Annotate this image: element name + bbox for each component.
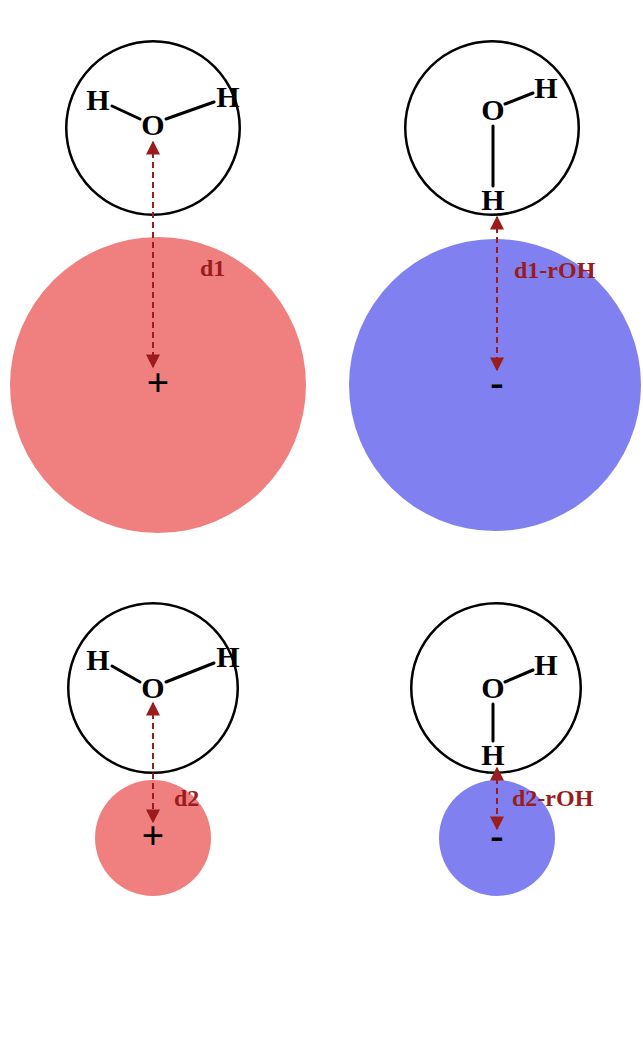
oh-bond [166,102,214,119]
oh-bond [112,106,140,119]
anion-sphere-shape [349,239,641,531]
atom-symbol: H [481,740,504,770]
oh-bond [166,663,214,682]
water-molecule-circle-shape [411,603,581,773]
oh-bond [112,666,140,682]
water-molecule-circle: HOH [410,602,582,774]
water-molecule-circle: H H O [67,602,239,774]
oh-bond [492,126,495,186]
anion-sphere: - [349,239,641,531]
atom-symbol: O [481,673,504,703]
atom-symbol: H [86,85,109,115]
water-molecule-circle: HHO [65,40,241,216]
distance-label: d1 [200,256,225,280]
distance-arrow [152,703,154,822]
atom-symbol: H [481,185,504,215]
distance-arrow [496,217,498,370]
cation-sphere-shape [10,237,306,533]
oh-bond [505,670,533,682]
water-molecule-circle: HOH [404,40,580,216]
atom-symbol: H [86,645,109,675]
charge-sign: + [142,816,165,856]
oh-bonds [112,93,533,741]
distance-arrows [153,142,497,829]
atom-symbol: O [481,95,504,125]
atom-symbol: H [534,73,557,103]
distance-arrow [152,142,154,367]
oh-bond [492,704,495,741]
cation-sphere: + [10,237,306,533]
charge-sign: - [490,816,503,856]
cation-sphere-shape [95,780,211,896]
distance-label: d2-rOH [512,786,593,810]
distance-label: d1-rOH [514,258,595,282]
atom-symbol: H [216,642,239,672]
water-molecule-circle-shape [405,41,579,215]
charge-sign: - [490,363,503,403]
atom-symbol: O [141,110,164,140]
atom-symbol: H [216,82,239,112]
distance-label: d2 [174,786,199,810]
atom-symbol: H [534,650,557,680]
water-molecule-circle-shape [68,603,238,773]
water-molecule-circle-shape [66,41,240,215]
oh-bond [505,93,533,104]
atom-symbol: O [141,673,164,703]
charge-sign: + [147,363,170,403]
